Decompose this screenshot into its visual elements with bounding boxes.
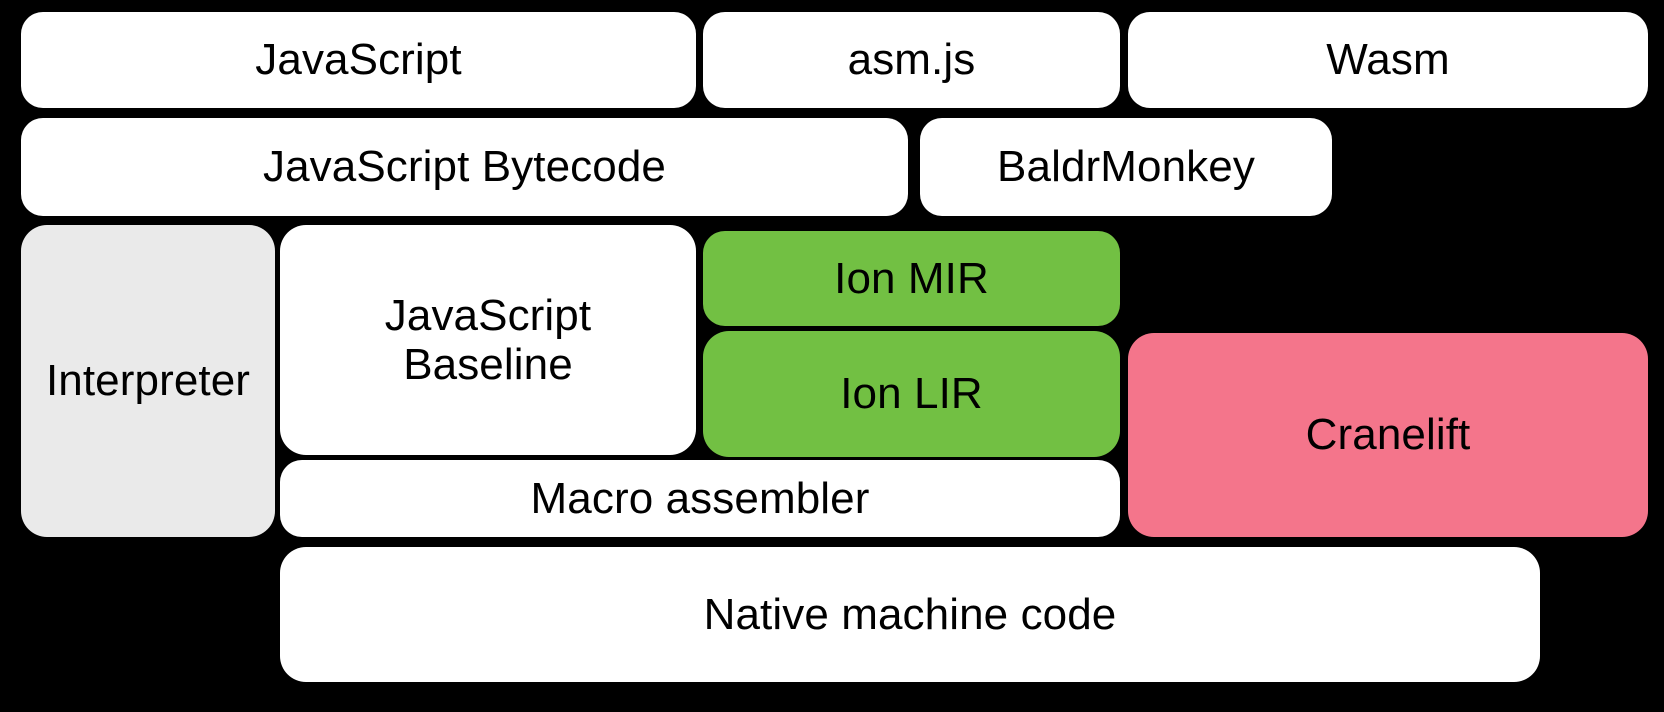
node-native-machine-code[interactable]: Native machine code: [280, 547, 1540, 682]
node-javascript-bytecode[interactable]: JavaScript Bytecode: [21, 118, 908, 216]
node-javascript-baseline[interactable]: JavaScript Baseline: [280, 225, 696, 455]
node-ion-mir[interactable]: Ion MIR: [703, 231, 1120, 326]
node-macro-assembler[interactable]: Macro assembler: [280, 460, 1120, 537]
node-wasm[interactable]: Wasm: [1128, 12, 1648, 108]
node-interpreter[interactable]: Interpreter: [21, 225, 275, 537]
node-asm-js[interactable]: asm.js: [703, 12, 1120, 108]
node-cranelift[interactable]: Cranelift: [1128, 333, 1648, 537]
node-baldrmonkey[interactable]: BaldrMonkey: [920, 118, 1332, 216]
node-ion-lir[interactable]: Ion LIR: [703, 331, 1120, 457]
node-javascript[interactable]: JavaScript: [21, 12, 696, 108]
